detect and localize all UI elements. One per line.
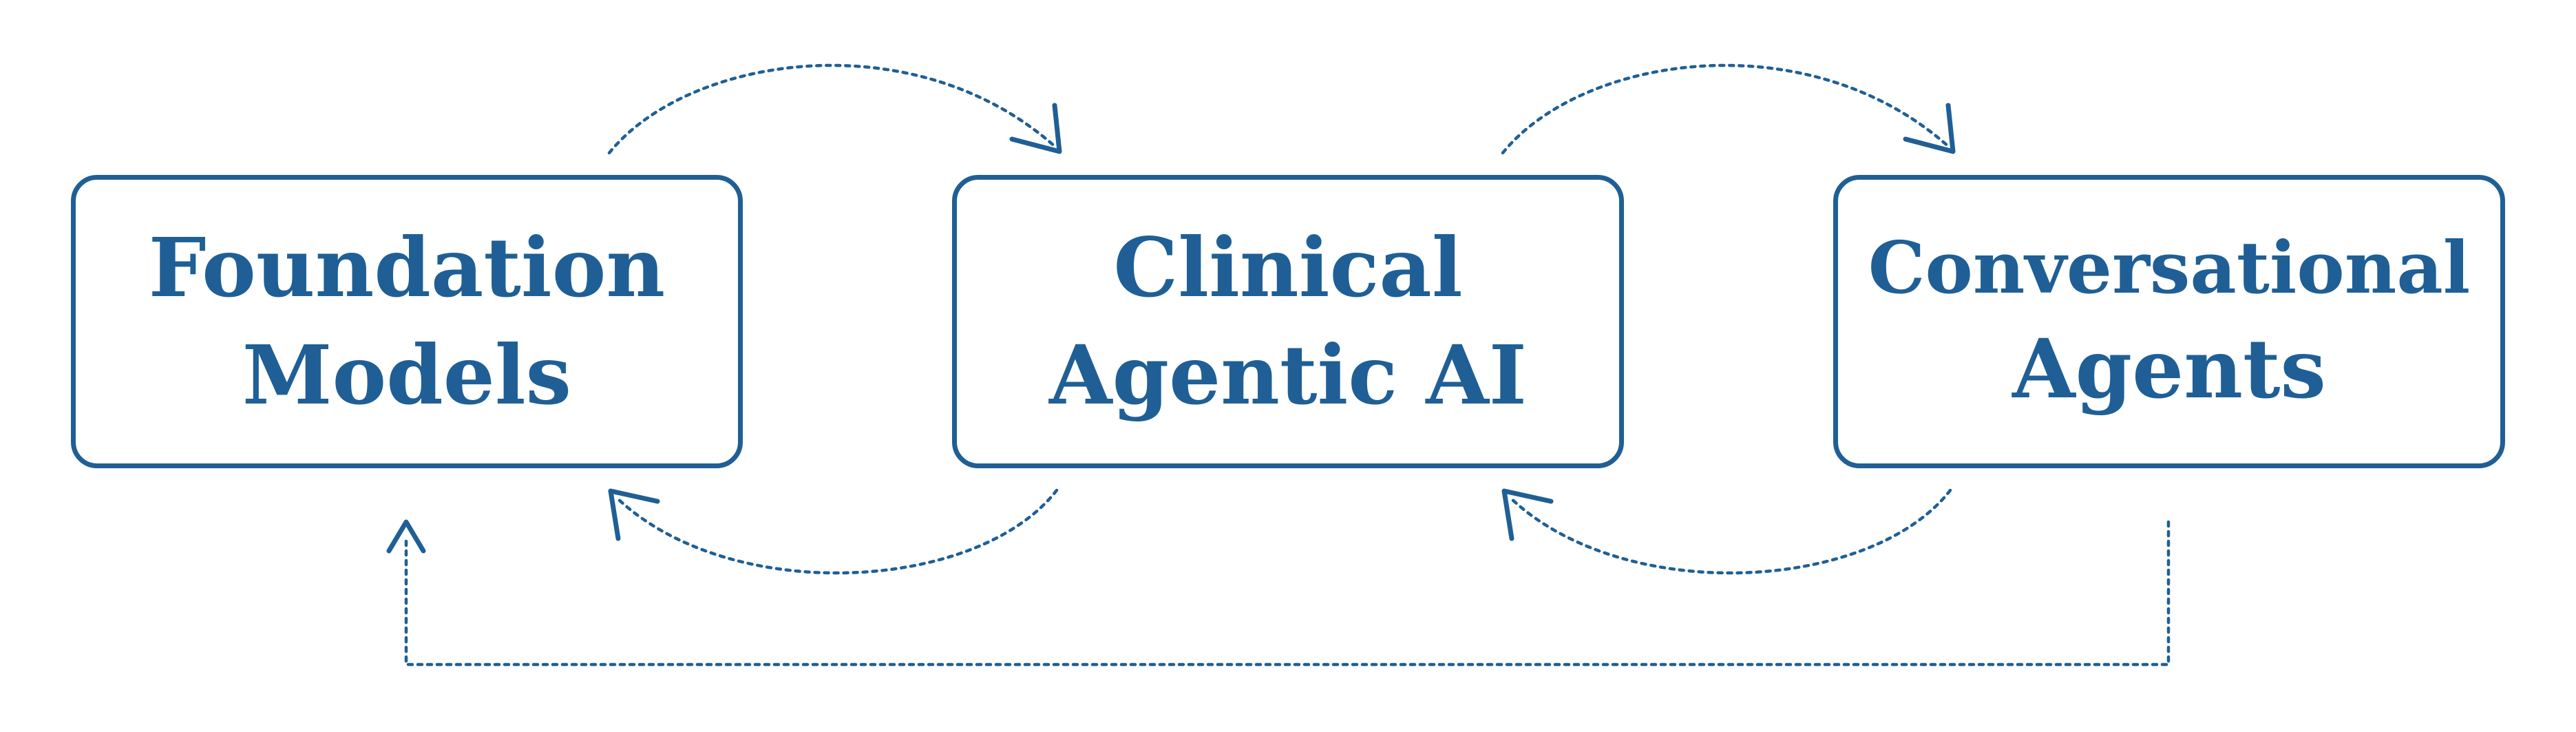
node-label-line2: Models xyxy=(242,327,572,423)
arrowhead-conversational-top xyxy=(1903,103,1956,154)
arrow-clinical-to-conversational xyxy=(1501,63,1952,155)
arrowhead-clinical-bottom xyxy=(1501,488,1554,541)
node-foundation-models: Foundation Models xyxy=(71,175,743,468)
arrowhead-foundation-bottom xyxy=(608,488,660,541)
node-label-line2: Agents xyxy=(2012,320,2326,417)
arrow-conversational-to-foundation xyxy=(404,520,2171,667)
arrow-clinical-to-foundation xyxy=(614,488,1059,575)
node-conversational-agents: Conversational Agents xyxy=(1833,175,2505,468)
node-label-line1: Conversational xyxy=(1868,225,2471,311)
arrowhead-clinical-top xyxy=(1009,103,1062,154)
node-label-line1: Clinical xyxy=(1113,220,1463,316)
node-label-line1: Foundation xyxy=(148,220,666,316)
node-clinical-agentic-ai: Clinical Agentic AI xyxy=(952,175,1624,468)
node-label-line2: Agentic AI xyxy=(1049,327,1527,423)
arrowhead-foundation-return xyxy=(386,519,426,554)
arrow-foundation-to-clinical xyxy=(607,63,1059,155)
arrow-conversational-to-clinical xyxy=(1508,488,1952,575)
